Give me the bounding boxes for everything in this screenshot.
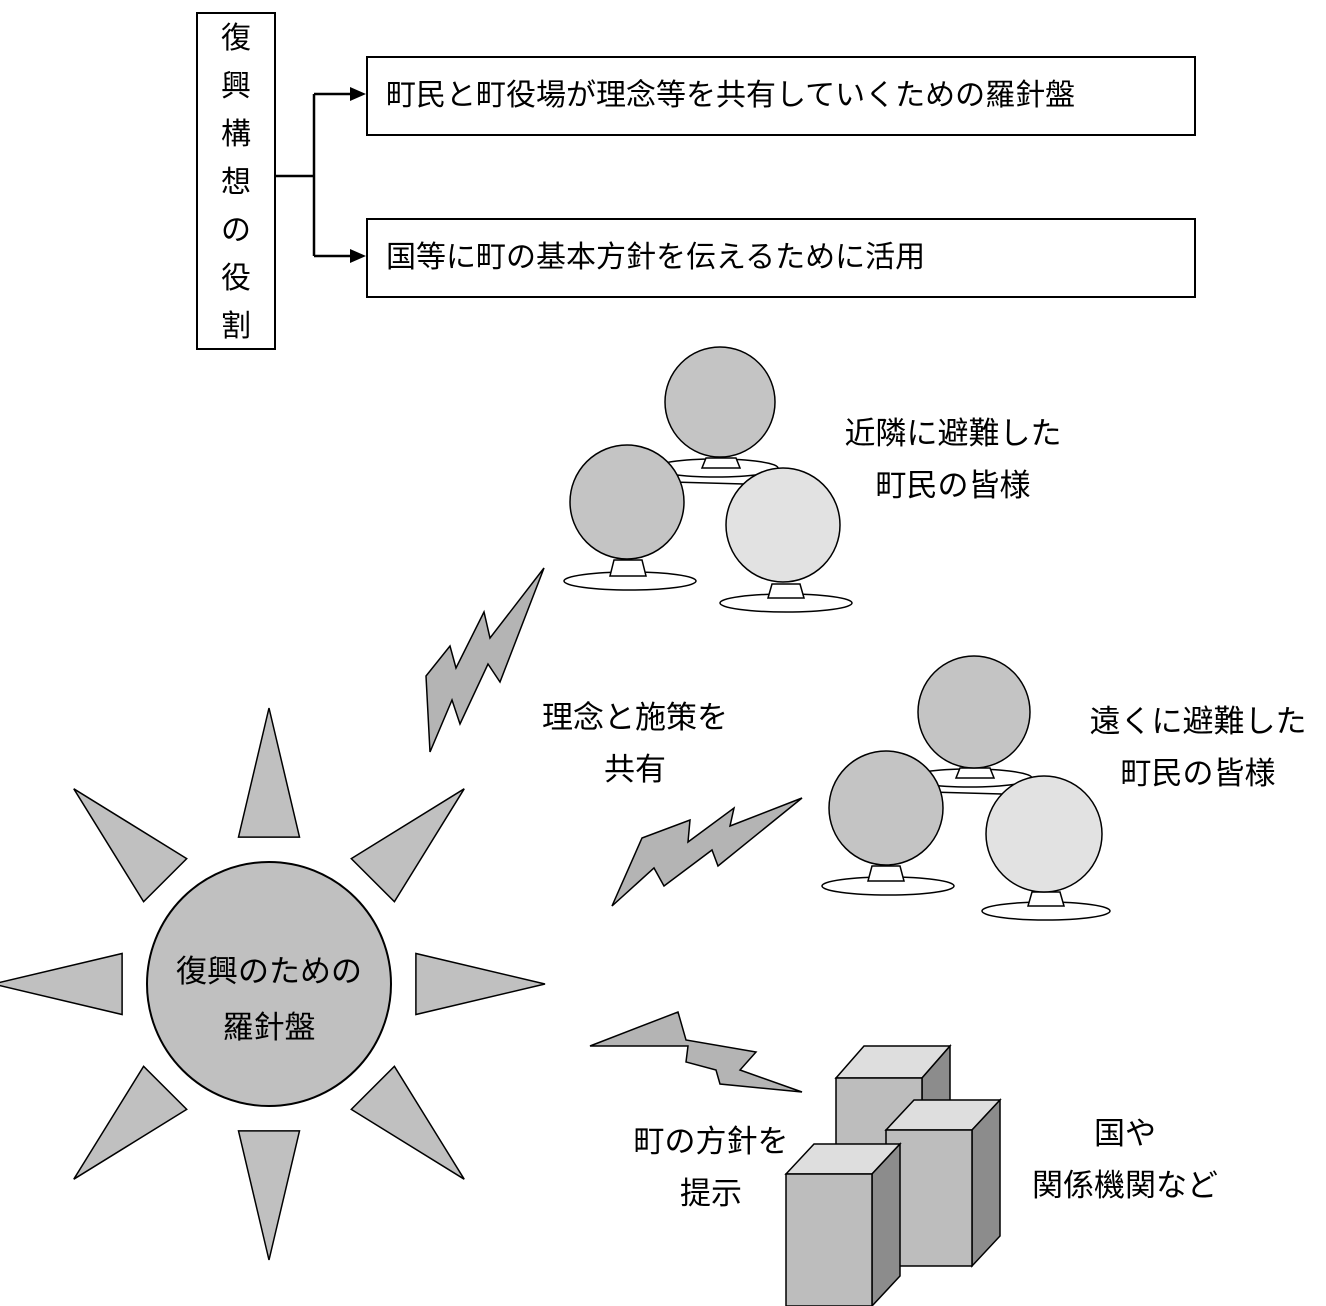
sun-label-line2: 羅針盤 [222,1010,316,1046]
sun-ray [237,707,301,838]
role-title-char: 復 [221,21,251,56]
role-box-compass: 町民と町役場が理念等を共有していくための羅針盤 [366,56,1196,136]
far-label-line1: 遠くに避難した [1089,704,1307,740]
sun-ray [350,1065,465,1180]
share-label-line2: 共有 [604,752,666,788]
agencies-label-line2: 関係機関など [1032,1168,1218,1204]
role-box-inform: 国等に町の基本方針を伝えるために活用 [366,218,1196,298]
person-head-icon [664,346,776,458]
people-group-nearby [563,346,853,613]
role-title-box: 復興構想の役割 [196,12,276,350]
person-head-icon [985,775,1103,893]
agencies-label-line1: 国や [1094,1116,1156,1152]
sun-ray [415,952,546,1016]
far-group-label: 遠くに避難した 町民の皆様 [1070,696,1326,800]
role-title-char: 興 [221,69,251,104]
sun-label-line1: 復興のための [176,954,362,990]
arrowhead-top [350,87,366,101]
person-head-icon [828,750,944,866]
sun-ray [237,1130,301,1261]
role-title-char: の [221,213,251,248]
far-label-line2: 町民の皆様 [1120,756,1276,792]
person-head-icon [725,467,841,583]
buildings-icon [784,1044,1002,1306]
present-label-line2: 提示 [680,1176,742,1212]
sun-circle [146,861,392,1107]
role-title-char: 割 [221,309,251,344]
person-head-icon [569,444,685,560]
sun-ray [73,1065,188,1180]
sun-ray [0,952,123,1016]
lightning-bolt-icon [611,797,803,907]
person-head-icon [917,655,1031,769]
connector [276,92,352,258]
role-title-char: 構 [221,117,251,152]
nearby-label-line2: 町民の皆様 [875,468,1031,504]
sun-ray [73,788,188,903]
nearby-group-label: 近隣に避難した 町民の皆様 [818,408,1088,512]
people-group-far [821,655,1111,921]
present-label: 町の方針を 提示 [606,1116,816,1220]
present-label-line1: 町の方針を [633,1124,789,1160]
role-title-char: 役 [221,261,251,296]
lightning-bolt-icon [589,1011,803,1093]
role-title-char: 想 [221,165,251,200]
share-label: 理念と施策を 共有 [520,692,750,796]
share-label-line1: 理念と施策を [542,700,728,736]
nearby-label-line1: 近隣に避難した [844,416,1062,452]
sun-rays [0,707,546,1261]
agencies-label: 国や 関係機関など [1010,1108,1240,1212]
sun-label: 復興のための 羅針盤 [150,944,388,1056]
lightning-bolt-icon [425,567,545,753]
sun-ray [350,788,465,903]
arrowhead-bottom [350,249,366,263]
